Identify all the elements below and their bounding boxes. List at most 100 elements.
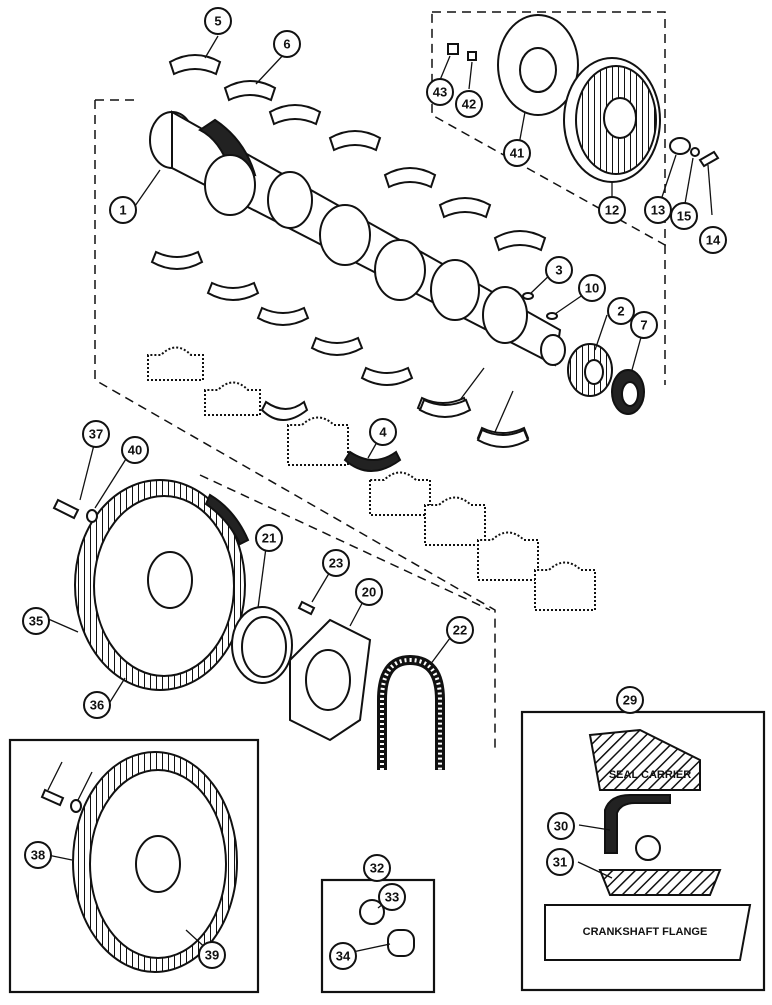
callout-number: 14: [706, 233, 721, 248]
callout-circle: [22, 607, 50, 635]
callout-number: 43: [433, 85, 447, 100]
callout-number: 6: [283, 37, 290, 52]
callout-32: 32: [363, 854, 391, 882]
callout-35: 35: [22, 607, 50, 635]
callout-number: 33: [385, 890, 399, 905]
callout-number: 10: [585, 281, 599, 296]
pins: [522, 292, 558, 320]
callout-circle: [355, 578, 383, 606]
crankshaft-gear: [567, 343, 613, 397]
callout-circle: [378, 883, 406, 911]
main-bearing-caps: [147, 346, 596, 611]
callout-number: 3: [555, 263, 562, 278]
callout-circle: [670, 202, 698, 230]
callout-circle: [204, 7, 232, 35]
callout-number: 15: [677, 209, 691, 224]
crankshaft: [149, 110, 566, 367]
callout-circle: [198, 941, 226, 969]
callout-number: 34: [336, 949, 351, 964]
callout-number: 23: [329, 556, 343, 571]
callout-4: 4: [369, 418, 397, 446]
callout-1: 1: [109, 196, 137, 224]
alt-flywheel-inset: [8, 738, 260, 994]
callout-circle: [607, 297, 635, 325]
callout-number: 20: [362, 585, 376, 600]
callout-number: 4: [379, 425, 387, 440]
callout-circle: [83, 691, 111, 719]
callout-number: 5: [214, 14, 221, 29]
callout-41: 41: [503, 139, 531, 167]
crankshaft-flange-label: CRANKSHAFT FLANGE: [583, 926, 708, 938]
callout-21: 21: [255, 524, 283, 552]
callout-3: 3: [545, 256, 573, 284]
callout-circle: [255, 524, 283, 552]
callout-12: 12: [598, 196, 626, 224]
callout-number: 32: [370, 861, 384, 876]
rope-seal: [377, 654, 445, 770]
callout-number: 37: [89, 427, 103, 442]
callout-7: 7: [630, 311, 658, 339]
callout-circle: [109, 196, 137, 224]
callout-number: 42: [462, 97, 476, 112]
seal-carrier: [289, 618, 372, 742]
pulley-hardware: [447, 43, 720, 168]
callout-14: 14: [699, 226, 727, 254]
callout-number: 7: [640, 318, 647, 333]
callout-number: 38: [31, 848, 45, 863]
callout-circle: [547, 812, 575, 840]
seal-carrier-label: SEAL CARRIER: [609, 769, 691, 781]
callout-15: 15: [670, 202, 698, 230]
callout-42: 42: [455, 90, 483, 118]
callout-circle: [644, 196, 672, 224]
vibration-damper: [563, 57, 661, 183]
callout-number: 21: [262, 531, 276, 546]
callout-circle: [545, 256, 573, 284]
callout-39: 39: [198, 941, 226, 969]
callout-number: 1: [119, 203, 126, 218]
callout-10: 10: [578, 274, 606, 302]
callout-30: 30: [547, 812, 575, 840]
callout-22: 22: [446, 616, 474, 644]
callout-circle: [546, 848, 574, 876]
flywheel-bolt: [52, 498, 98, 523]
callout-33: 33: [378, 883, 406, 911]
callout-2: 2: [607, 297, 635, 325]
callout-23: 23: [322, 549, 350, 577]
front-seal: [611, 369, 645, 415]
callout-number: 40: [128, 443, 142, 458]
pilot-bushing-inset: [320, 878, 436, 994]
rear-seal: [231, 606, 293, 684]
callout-circle: [630, 311, 658, 339]
callout-circle: [446, 616, 474, 644]
callout-31: 31: [546, 848, 574, 876]
callout-circle: [699, 226, 727, 254]
callout-37: 37: [82, 420, 110, 448]
callout-circle: [503, 139, 531, 167]
callout-number: 35: [29, 614, 43, 629]
callout-circle: [363, 854, 391, 882]
callout-34: 34: [329, 942, 357, 970]
callout-20: 20: [355, 578, 383, 606]
callout-circle: [24, 841, 52, 869]
callout-43: 43: [426, 78, 454, 106]
callout-number: 36: [90, 698, 104, 713]
crankshaft-pulley: [497, 14, 579, 116]
crankshaft-group-outline: [94, 99, 666, 750]
callout-circle: [121, 436, 149, 464]
callout-number: 29: [623, 693, 637, 708]
callout-circle: [329, 942, 357, 970]
callout-number: 39: [205, 948, 219, 963]
thrust-washers: [260, 398, 530, 472]
flywheel: [74, 479, 250, 691]
callout-circle: [82, 420, 110, 448]
callout-36: 36: [83, 691, 111, 719]
callout-circle: [322, 549, 350, 577]
callout-circle: [273, 30, 301, 58]
callout-circle: [616, 686, 644, 714]
callout-circle: [369, 418, 397, 446]
callout-circle: [598, 196, 626, 224]
callout-5: 5: [204, 7, 232, 35]
